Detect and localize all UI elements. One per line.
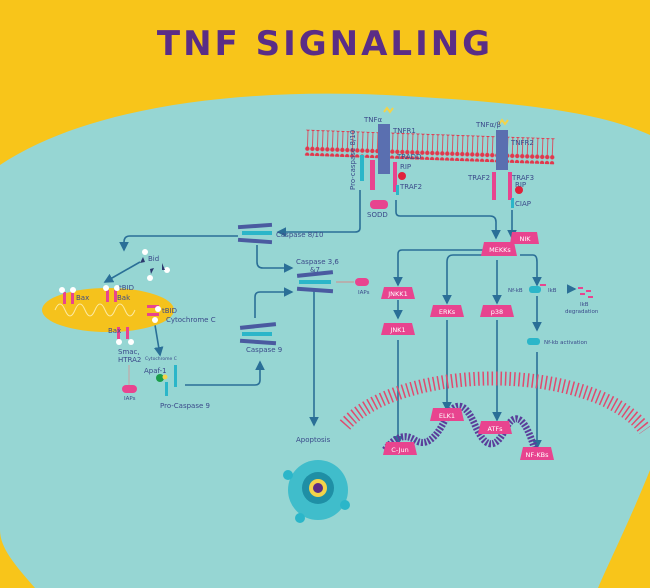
ikb-fragments-icon (578, 287, 593, 298)
ikb-icon (540, 284, 546, 286)
nfkbs-label: NF-KBs (525, 451, 549, 459)
nfkb-active-icon (527, 338, 540, 345)
nfkb-activation-label: Nf-kb activation (544, 340, 588, 346)
jnk1-node (381, 323, 415, 335)
bax-label: Bax (76, 294, 89, 302)
rip-label-2: RIP (515, 181, 526, 189)
mekks-label: MEKKs (489, 246, 511, 254)
rip-label: RIP (400, 163, 411, 171)
bax-label-2: Bax (108, 327, 121, 335)
p38-label: p38 (491, 308, 503, 316)
procaspase-label: Pro-caspase 8/10 (349, 130, 357, 190)
iaps-label: IAPs (358, 290, 370, 296)
tbid-label-2: tBID (162, 307, 177, 315)
apoptosome-icon (156, 365, 177, 396)
cristae (54, 303, 136, 317)
nfkb-label: Nf-kB (508, 288, 523, 294)
nfkbs-node (520, 447, 554, 460)
elk1-label: ELK1 (439, 412, 455, 420)
jnk1-label: JNK1 (389, 326, 405, 334)
bax-bak-channels (59, 285, 161, 345)
caspase-8-10-icon (237, 222, 273, 245)
page-title: TNF SIGNALING (157, 24, 493, 64)
p38-node (480, 305, 514, 317)
htra2-label: HTRA2 (118, 356, 141, 364)
tradd-label: TRADD (396, 153, 421, 161)
ikb-degradation-label-2: degradation (565, 309, 599, 315)
ikb-degradation-label-1: IkB (580, 302, 589, 308)
sodd-label: SODD (367, 211, 388, 219)
caspase-9-icon (239, 322, 277, 346)
elk1-node (430, 408, 464, 421)
tnfab-label: TNFα/β (475, 121, 501, 129)
nfkb-icon (529, 286, 541, 293)
caspase-8-10-label: Caspase 8/10 (276, 231, 323, 239)
tnfr1-label: TNFR1 (392, 127, 416, 135)
cytochrome-c-label: Cytochrome C (166, 316, 216, 324)
dna-strand (382, 402, 539, 453)
mitochondrion-icon (42, 288, 174, 332)
iaps-icon-2 (122, 385, 137, 393)
jnkk1-node (381, 287, 415, 299)
bid-label: Bid (148, 255, 159, 263)
iaps-label-2: IAPs (124, 396, 136, 402)
apoptosis-label: Apoptosis (296, 436, 331, 444)
traf3-label: TRAF3 (511, 174, 534, 182)
bid-icon (140, 249, 170, 281)
apaf-1-label: Apaf-1 (144, 367, 167, 375)
smac-label: Smac, (118, 348, 140, 356)
caspase-3-6-label: Caspase 3,6 (296, 258, 339, 266)
ciap-label: CIAP (515, 200, 531, 208)
atfs-label: ATFs (487, 425, 503, 433)
tnfr1-complex (360, 106, 406, 209)
cjun-node (383, 442, 417, 455)
caspase-3-6-7-icon (296, 270, 334, 294)
tbid-label: tBID (119, 284, 134, 292)
tnfa-label: TNFα (363, 116, 383, 124)
mekks-node (481, 232, 539, 256)
caspase-9-label: Caspase 9 (246, 346, 282, 354)
traf2-label: TRAF2 (399, 183, 422, 191)
pro-caspase-9-label: Pro-Caspase 9 (160, 402, 210, 410)
erks-label: ERKs (439, 308, 456, 316)
cytochrome-c-small-label: Cytochrome C (145, 356, 177, 362)
cell-body (0, 93, 650, 588)
jnkk1-label: JNKK1 (387, 290, 407, 298)
tnfr2-label: TNFR2 (510, 139, 534, 147)
caspase-7-label: &7 (310, 266, 320, 274)
bak-label: Bak (117, 294, 131, 302)
ikb-label: IkB (548, 288, 557, 294)
nik-label: NIK (519, 235, 531, 243)
tnfr2-complex (492, 118, 523, 208)
plasma-membrane (304, 129, 556, 165)
erks-node (430, 305, 464, 317)
apoptotic-cell-icon (283, 460, 350, 523)
traf2-label-2: TRAF2 (467, 174, 490, 182)
atfs-node (478, 421, 512, 434)
cjun-label: C-Jun (391, 446, 408, 454)
iaps-icon (355, 278, 369, 286)
